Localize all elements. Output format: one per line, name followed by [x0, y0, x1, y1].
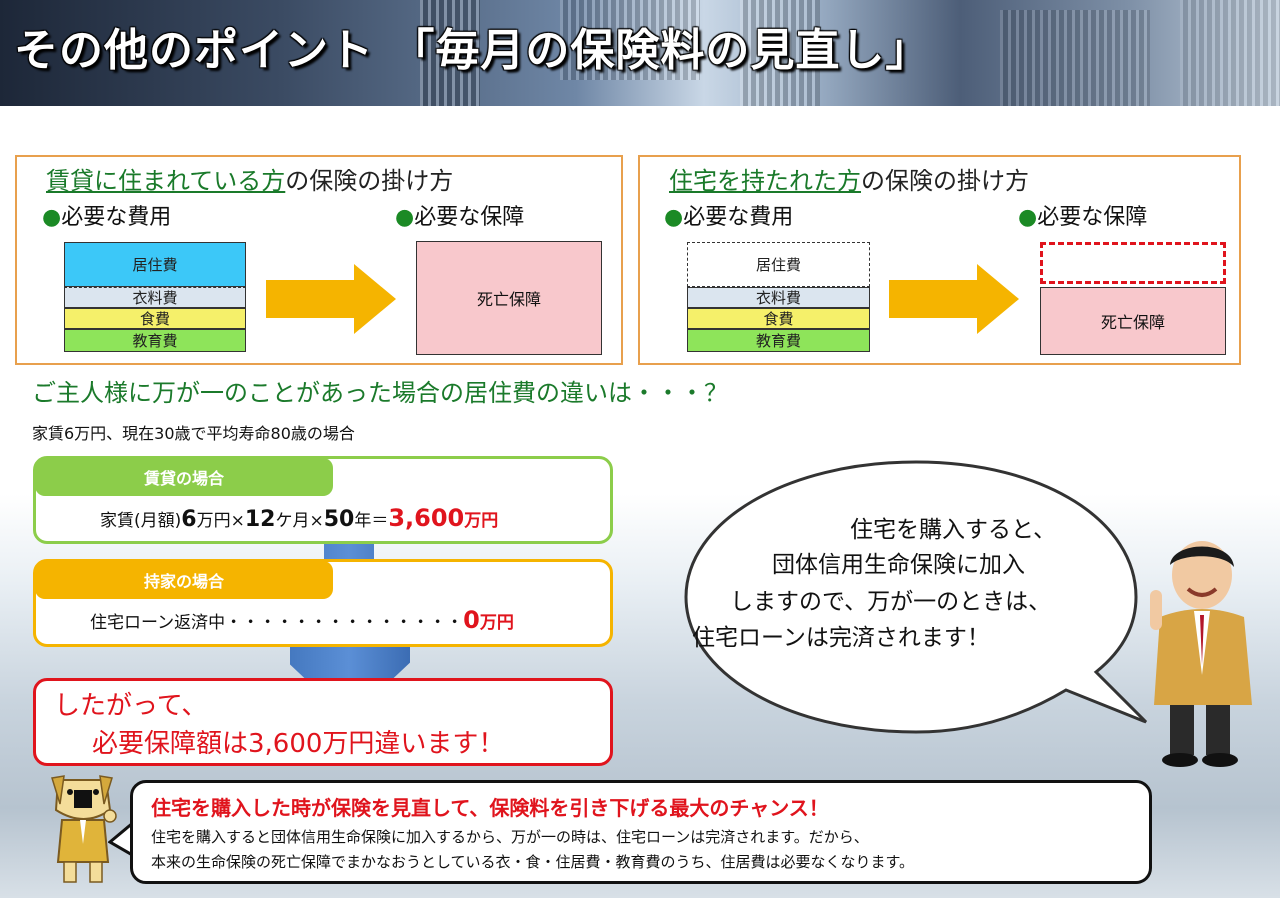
owner-cost-stack: 居住費 衣料費 食費 教育費	[687, 242, 870, 352]
rent-death-coverage: 死亡保障	[416, 241, 602, 355]
owner-coverage-label: ●必要な保障	[1018, 205, 1148, 230]
rent-clothing-cost: 衣料費	[64, 287, 246, 308]
mascot-dog-illustration	[51, 775, 117, 883]
owner-death-coverage: 死亡保障	[1040, 287, 1226, 355]
owner-cost-label: ●必要な費用	[664, 205, 794, 230]
header-banner	[0, 0, 1280, 106]
callout-line-2: 本来の生命保険の死亡保障でまかなおうとしている衣・食・住居費・教育費のうち、住居…	[151, 853, 915, 871]
owner-education-cost: 教育費	[687, 329, 870, 352]
conclusion-line-1: したがって、	[54, 691, 208, 721]
speech-line-4: 住宅ローンは完済されます！	[692, 625, 990, 651]
speech-line-2: 団体信用生命保険に加入	[772, 552, 1025, 578]
rent-case-tab: 賃貸の場合	[35, 458, 333, 496]
speech-bubble	[684, 460, 1148, 734]
conclusion-line-2: 必要保障額は3,600万円違います！	[92, 729, 505, 759]
rent-education-cost: 教育費	[64, 329, 246, 352]
condition-note: 家賃6万円、現在30歳で平均寿命80歳の場合	[32, 424, 355, 443]
owner-arrow-icon	[889, 264, 1019, 334]
rent-panel-title: 賃貸に住まれている方の保険の掛け方	[46, 167, 454, 195]
speech-line-3: しますので、万が一のときは、	[730, 589, 1052, 615]
owner-panel-title: 住宅を持たれた方の保険の掛け方	[669, 167, 1029, 195]
callout-tail-joint	[134, 826, 140, 852]
conclusion-box: したがって、 必要保障額は3,600万円違います！	[33, 678, 613, 766]
presenter-illustration	[1150, 541, 1252, 767]
rent-cost-stack: 居住費 衣料費 食費 教育費	[64, 242, 246, 352]
summary-callout	[130, 780, 1152, 884]
rent-case-formula: 家賃(月額)6万円×12ケ月×50年＝3,600万円	[100, 504, 499, 532]
rent-food-cost: 食費	[64, 308, 246, 329]
owner-case-tab: 持家の場合	[35, 561, 333, 599]
rent-arrow-icon	[266, 264, 396, 334]
owner-clothing-cost: 衣料費	[687, 287, 870, 308]
question-heading: ご主人様に万が一のことがあった場合の居住費の違いは・・・？	[32, 379, 728, 407]
owner-case-formula: 住宅ローン返済中・・・・・・・・・・・・・・0万円	[90, 606, 514, 634]
owner-food-cost: 食費	[687, 308, 870, 329]
callout-headline: 住宅を購入した時が保険を見直して、保険料を引き下げる最大のチャンス！	[151, 796, 829, 820]
removed-coverage-outline	[1040, 242, 1226, 284]
speech-line-1: 住宅を購入すると、	[850, 517, 1057, 543]
owner-residence-cost: 居住費	[687, 242, 870, 287]
rent-coverage-label: ●必要な保障	[395, 205, 525, 230]
page-title: その他のポイント 「毎月の保険料の見直し」	[14, 25, 931, 76]
callout-line-1: 住宅を購入すると団体信用生命保険に加入するから、万が一の時は、住宅ローンは完済さ…	[151, 828, 869, 846]
rent-cost-label: ●必要な費用	[42, 205, 172, 230]
rent-residence-cost: 居住費	[64, 242, 246, 287]
